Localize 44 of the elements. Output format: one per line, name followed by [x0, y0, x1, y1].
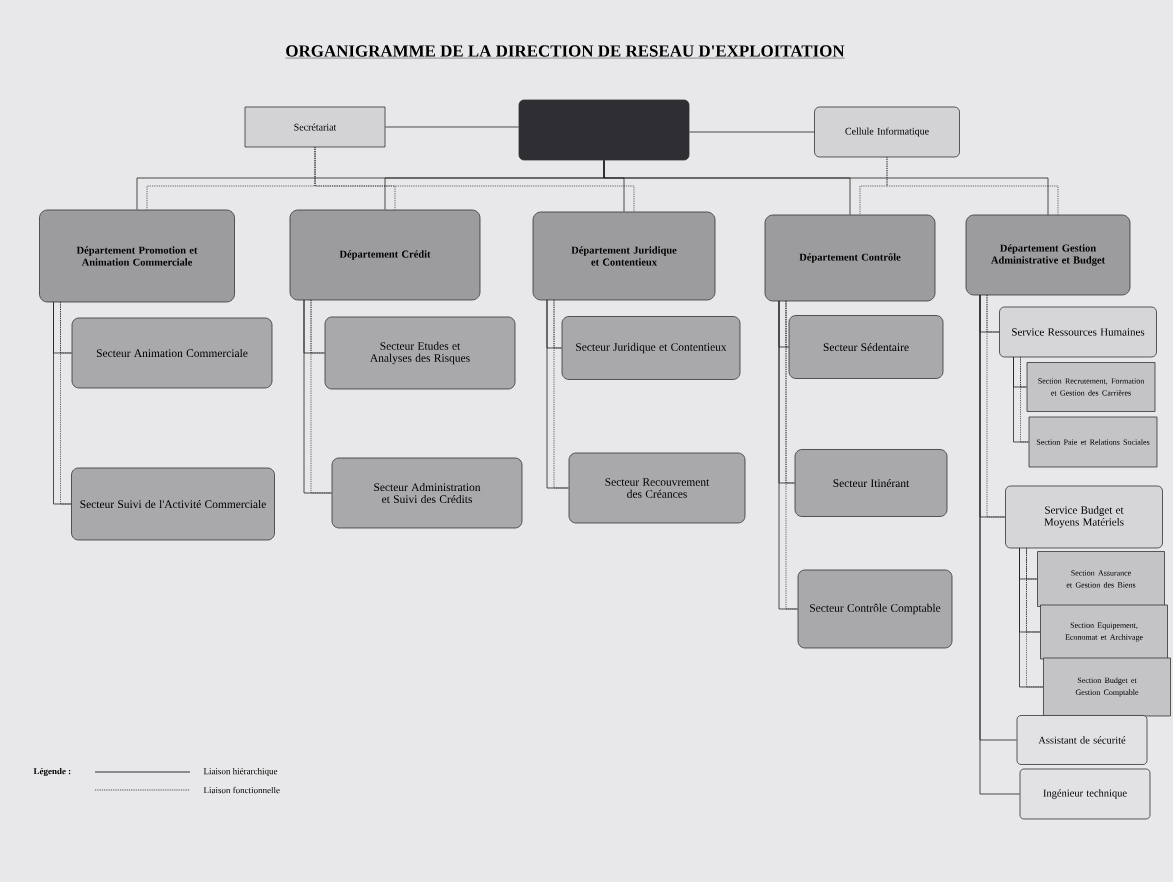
- legend-title: Légende :: [33, 767, 71, 777]
- department-box: Département Promotion et Animation Commerciale: [39, 209, 235, 303]
- connector-line: [553, 299, 569, 489]
- sector-box: Secteur Etudes et Analyses des Risques: [324, 316, 516, 390]
- sector-box: Secteur Suivi de l'Activité Commerciale: [71, 467, 275, 541]
- connector-line: [979, 294, 1020, 795]
- department-box: Département Crédit: [289, 209, 481, 301]
- department-box: Département Gestion Administrative et Budget: [965, 214, 1131, 296]
- sector-box: Secteur Itinérant: [794, 449, 948, 517]
- sector-box: Secteur Recouvrement des Créances: [568, 452, 746, 524]
- connector-line: [886, 157, 1059, 215]
- connector-line: [60, 301, 72, 505]
- sector-box: Secteur Sédentaire: [788, 315, 944, 379]
- connector-line: [778, 300, 798, 610]
- director-box: [518, 99, 690, 161]
- connector-line: [785, 300, 798, 610]
- connector-line: [546, 299, 569, 489]
- connector-line: [603, 160, 1049, 215]
- connector-line: [385, 126, 519, 128]
- connector-line: [303, 299, 332, 494]
- connector-line: [1019, 547, 1044, 688]
- office-box: Cellule Informatique: [814, 106, 960, 158]
- office-box: Secrétariat: [244, 106, 386, 148]
- connector-line: [689, 131, 815, 133]
- connector-line: [314, 147, 635, 212]
- connector-line: [986, 294, 1006, 518]
- connector-line: [1013, 356, 1029, 443]
- connector-line: [53, 301, 72, 505]
- connector-line: [310, 299, 332, 494]
- post-box: Assistant de sécurité: [1016, 715, 1148, 765]
- connector-line: [1020, 356, 1029, 443]
- sector-box: Secteur Administration et Suivi des Crédits: [331, 457, 523, 529]
- legend-text: Liaison fonctionnelle: [203, 786, 280, 794]
- connector-line: [1026, 547, 1044, 688]
- legend-text: Liaison hiérarchique: [203, 767, 278, 777]
- post-box: Ingénieur technique: [1019, 768, 1151, 820]
- service-box: Service Budget et Moyens Matériels: [1005, 485, 1163, 549]
- service-box: Service Ressources Humaines: [999, 306, 1157, 358]
- department-box: Département Contrôle: [764, 214, 936, 302]
- title: ORGANIGRAMME DE LA DIRECTION DE RESEAU D'EXPLOITATION: [285, 45, 845, 59]
- sector-box: Secteur Animation Commerciale: [71, 317, 273, 389]
- sector-box: Secteur Juridique et Contentieux: [561, 316, 741, 380]
- sector-box: Secteur Contrôle Comptable: [797, 569, 953, 649]
- department-box: Département Juridique et Contentieux: [532, 211, 716, 301]
